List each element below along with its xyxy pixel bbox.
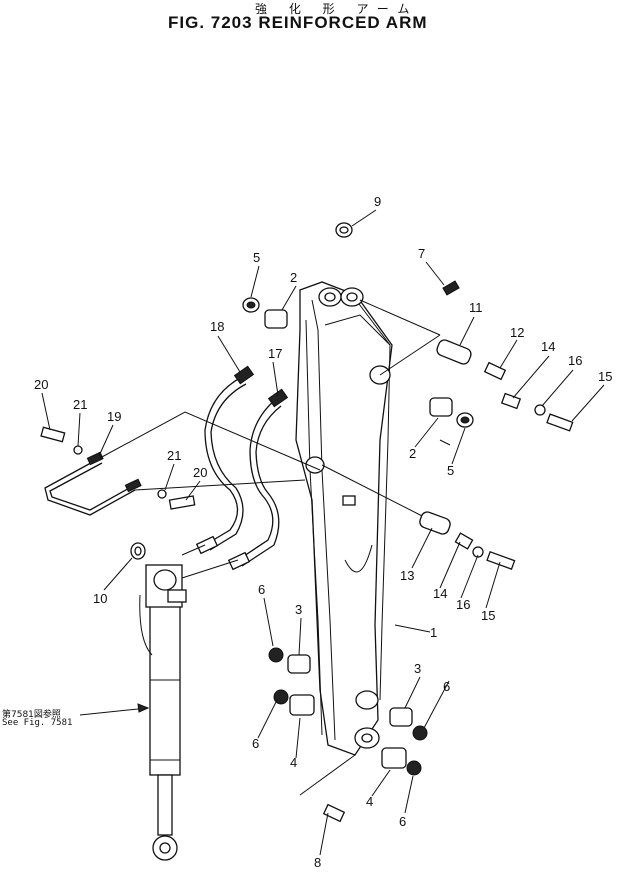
callout-label: 4 — [366, 794, 373, 809]
leader-lines — [79, 299, 451, 796]
callout-label: 11 — [469, 300, 483, 315]
callout-label: 6 — [399, 814, 406, 829]
diagram-title-japanese: 強 化 形 アーム — [255, 2, 419, 16]
callout-label: 13 — [400, 568, 414, 583]
callout-leaders — [41, 209, 605, 856]
callout-label: 18 — [210, 319, 224, 334]
callout-label: 6 — [258, 582, 265, 597]
callout-label: 2 — [409, 446, 416, 461]
reference-note: See Fig. 7581 — [2, 718, 73, 728]
arm-cylinder — [139, 564, 187, 861]
callout-label: 2 — [290, 270, 297, 285]
callout-label: 9 — [374, 194, 381, 209]
reference-note-japanese: 第7581図参照 — [2, 710, 61, 720]
callout-label: 8 — [314, 855, 321, 870]
small-parts — [40, 222, 574, 823]
callout-label: 7 — [418, 246, 425, 261]
callout-label: 4 — [290, 755, 297, 770]
callout-label: 14 — [541, 339, 555, 354]
pipe-assembly — [44, 451, 142, 516]
callout-label: 3 — [295, 602, 302, 617]
callout-labels: 1 2 2 3 3 4 4 5 5 6 6 6 6 7 8 9 10 11 12… — [34, 194, 612, 870]
hose-assembly — [181, 365, 289, 579]
callout-label: 5 — [253, 250, 260, 265]
callout-label: 20 — [34, 377, 48, 392]
callout-label: 5 — [447, 463, 454, 478]
diagram-title: FIG. 7203 REINFORCED ARM — [168, 13, 428, 32]
callout-label: 21 — [167, 448, 181, 463]
callout-label: 19 — [107, 409, 121, 424]
callout-label: 15 — [481, 608, 495, 623]
callout-label: 16 — [568, 353, 582, 368]
callout-label: 3 — [414, 661, 421, 676]
callout-label: 16 — [456, 597, 470, 612]
callout-label: 17 — [268, 346, 282, 361]
callout-label: 6 — [252, 736, 259, 751]
callout-label: 12 — [510, 325, 524, 340]
callout-label: 14 — [433, 586, 447, 601]
callout-label: 21 — [73, 397, 87, 412]
callout-label: 1 — [430, 625, 437, 640]
arm-body — [295, 281, 393, 756]
callout-label: 20 — [193, 465, 207, 480]
callout-label: 10 — [93, 591, 107, 606]
callout-label: 15 — [598, 369, 612, 384]
